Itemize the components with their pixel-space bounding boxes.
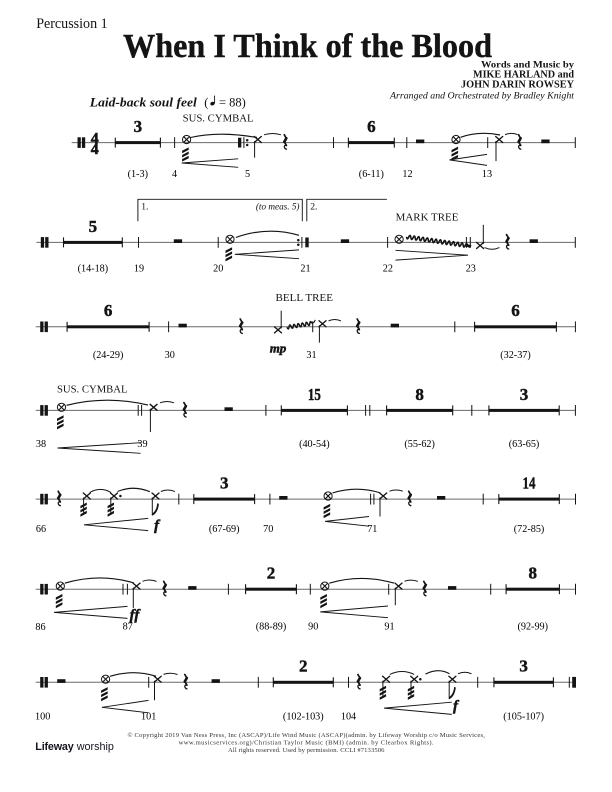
svg-text:20: 20 <box>213 264 223 275</box>
svg-text:All rights reserved. Used by p: All rights reserved. Used by permission.… <box>228 747 385 754</box>
svg-text:(55-62): (55-62) <box>404 439 435 450</box>
svg-text:6: 6 <box>104 301 113 320</box>
svg-text:87: 87 <box>123 622 133 633</box>
svg-text:(: ( <box>204 96 208 110</box>
svg-text:91: 91 <box>384 622 394 633</box>
svg-text:When I Think of the Blood: When I Think of the Blood <box>123 28 492 65</box>
svg-text:ff: ff <box>130 607 142 623</box>
svg-text:mp: mp <box>270 341 287 356</box>
svg-text:(14-18): (14-18) <box>78 264 109 275</box>
svg-text:90: 90 <box>308 622 318 633</box>
svg-text:MARK TREE: MARK TREE <box>396 212 459 223</box>
svg-text:(6-11): (6-11) <box>359 169 384 180</box>
svg-text:Arranged and Orchestrated by B: Arranged and Orchestrated by Bradley Kni… <box>389 91 574 102</box>
svg-text:(88-89): (88-89) <box>256 622 287 633</box>
svg-text:6: 6 <box>511 301 520 320</box>
svg-text:(92-99): (92-99) <box>517 622 548 633</box>
svg-text:f: f <box>453 699 460 715</box>
svg-text:1.: 1. <box>141 201 148 212</box>
svg-text:3: 3 <box>134 117 143 136</box>
svg-text:15: 15 <box>308 385 321 404</box>
svg-text:3: 3 <box>220 474 229 493</box>
svg-text:3: 3 <box>520 385 529 404</box>
svg-text:(32-37): (32-37) <box>500 350 531 361</box>
svg-text:= 88): = 88) <box>219 96 246 110</box>
svg-text:Laid-back soul feel: Laid-back soul feel <box>89 96 198 110</box>
svg-text:Percussion 1: Percussion 1 <box>36 16 108 32</box>
svg-text:(to meas. 5): (to meas. 5) <box>256 201 300 211</box>
svg-text:23: 23 <box>466 264 476 275</box>
svg-text:4: 4 <box>91 141 99 158</box>
svg-text:(72-85): (72-85) <box>514 524 545 535</box>
svg-text:101: 101 <box>141 712 156 723</box>
svg-text:2: 2 <box>299 657 308 676</box>
svg-text:100: 100 <box>35 712 50 723</box>
svg-text:12: 12 <box>402 169 412 180</box>
svg-text:Words and Music by: Words and Music by <box>481 60 575 70</box>
svg-text:(40-54): (40-54) <box>299 439 330 450</box>
svg-text:© Copyright 2019 Van Ness Pres: © Copyright 2019 Van Ness Press, Inc (AS… <box>127 732 485 739</box>
svg-text:70: 70 <box>263 524 273 535</box>
svg-text:5: 5 <box>89 217 98 236</box>
svg-text:(1-3): (1-3) <box>128 169 148 180</box>
svg-text:2.: 2. <box>310 201 317 212</box>
svg-text:31: 31 <box>306 350 316 361</box>
svg-text:4: 4 <box>172 169 177 180</box>
svg-text:(24-29): (24-29) <box>93 350 124 361</box>
svg-text:5: 5 <box>245 169 250 180</box>
svg-text:www.musicservices.org)/Christi: www.musicservices.org)/Christian Taylor … <box>179 739 434 746</box>
svg-text:SUS. CYMBAL: SUS. CYMBAL <box>183 113 254 124</box>
svg-text:6: 6 <box>367 117 376 136</box>
svg-text:38: 38 <box>36 439 46 450</box>
svg-text:8: 8 <box>529 564 538 583</box>
svg-text:22: 22 <box>383 264 393 275</box>
svg-text:86: 86 <box>35 622 45 633</box>
svg-text:MIKE HARLAND and: MIKE HARLAND and <box>473 69 574 80</box>
svg-text:4: 4 <box>91 130 99 147</box>
svg-text:71: 71 <box>367 524 377 535</box>
svg-text:104: 104 <box>341 712 356 723</box>
svg-text:19: 19 <box>134 264 144 275</box>
svg-text:(67-69): (67-69) <box>209 524 240 535</box>
svg-text:f: f <box>154 518 161 534</box>
svg-text:30: 30 <box>165 350 175 361</box>
svg-text:3: 3 <box>519 657 528 676</box>
svg-text:13: 13 <box>482 169 492 180</box>
svg-text:(63-65): (63-65) <box>509 439 540 450</box>
svg-text:(102-103): (102-103) <box>283 712 324 723</box>
svg-text:JOHN DARIN ROWSEY: JOHN DARIN ROWSEY <box>461 80 575 91</box>
svg-text:BELL TREE: BELL TREE <box>276 293 334 304</box>
svg-text:SUS. CYMBAL: SUS. CYMBAL <box>57 385 128 396</box>
svg-text:2: 2 <box>267 564 276 583</box>
svg-text:39: 39 <box>137 439 147 450</box>
svg-text:66: 66 <box>36 524 46 535</box>
svg-text:(105-107): (105-107) <box>503 712 544 723</box>
svg-text:21: 21 <box>300 264 310 275</box>
svg-text:14: 14 <box>523 474 536 493</box>
svg-text:8: 8 <box>415 385 424 404</box>
